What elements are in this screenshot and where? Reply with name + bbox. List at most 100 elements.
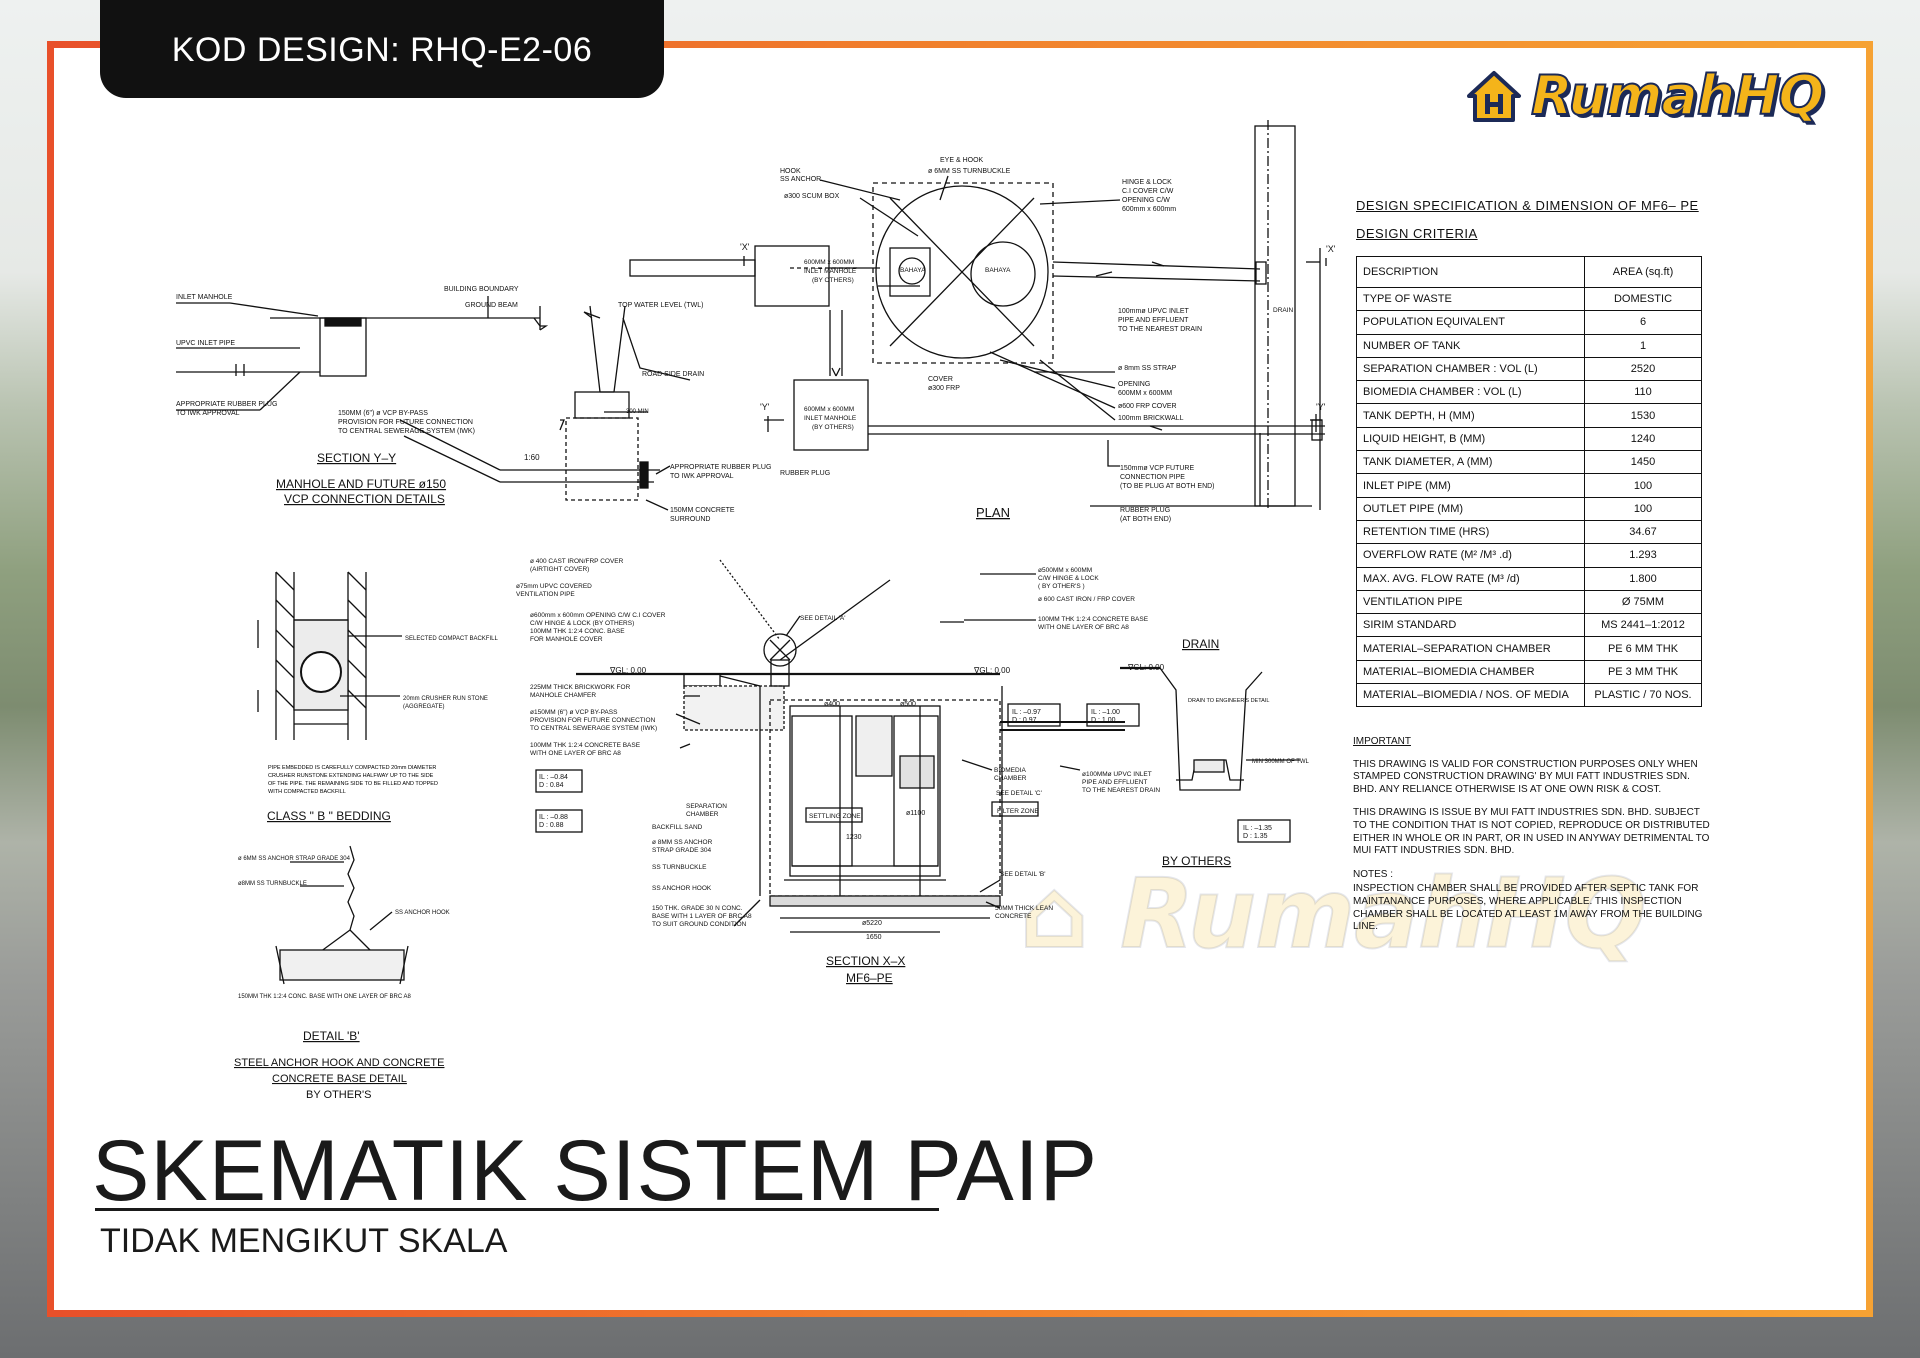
lbl-x-upvc-1: ø100MMø UPVC INLET	[1082, 771, 1152, 778]
watermark: ⌂ RumahHQ	[1019, 857, 1647, 971]
row-value: 2520	[1584, 356, 1702, 382]
lbl-il-1: IL : –0.84	[539, 774, 568, 781]
lbl-open-1: OPENING	[1118, 381, 1150, 388]
lbl-hook: HOOK	[780, 168, 801, 175]
lbl-x-cover-1: ø 400 CAST IRON/FRP COVER	[530, 558, 624, 565]
lbl-upvc-inlet: UPVC INLET PIPE	[176, 340, 235, 347]
table-row: INLET PIPE (MM)100	[1356, 473, 1702, 498]
design-spec-panel: DESIGN SPECIFICATION & DIMENSION OF MF6–…	[1356, 196, 1702, 708]
lbl-turnbuckle: ø 6MM SS TURNBUCKLE	[928, 168, 1011, 175]
lbl-rplug-1: RUBBER PLUG	[1120, 507, 1170, 514]
lbl-rplug-2: (AT BOTH END)	[1120, 516, 1171, 523]
lbl-anchor-3: BY OTHER'S	[306, 1089, 371, 1101]
row-label: INLET PIPE (MM)	[1356, 473, 1585, 498]
title-underline	[95, 1208, 939, 1211]
lbl-x-open-1: ø600mm x 600mm OPENING C/W C.I COVER	[530, 612, 666, 619]
row-value: PE 3 MM THK	[1584, 659, 1702, 685]
lbl-manhole-2: VCP CONNECTION DETAILS	[284, 492, 445, 506]
lbl-dim-1650: 1650	[866, 934, 882, 941]
lbl-dim-1100: ø1100	[906, 810, 925, 817]
lbl-mh2-c: (BY OTHERS)	[812, 424, 854, 431]
row-value: 1530	[1584, 403, 1702, 428]
lbl-ss-anchor: SS ANCHOR	[780, 176, 821, 183]
lbl-plug-iwk-2: TO IWK APPROVAL	[670, 473, 734, 480]
lbl-cover-1: COVER	[928, 376, 953, 383]
lbl-x-mh-1: ø500MM x 600MM	[1038, 567, 1092, 574]
lbl-backfill: BACKFILL SAND	[652, 824, 703, 831]
row-label: OVERFLOW RATE (M² /M³ .d)	[1356, 543, 1585, 568]
house-logo-icon	[1467, 70, 1521, 122]
lbl-scum-box: ø300 SCUM BOX	[784, 193, 840, 200]
lbl-il-5b: D : 1.35	[1243, 833, 1268, 840]
row-label: TANK DEPTH, H (MM)	[1356, 403, 1585, 428]
lbl-hinge-1: HINGE & LOCK	[1122, 179, 1172, 186]
lbl-x-mh-3: ( BY OTHER'S )	[1038, 583, 1085, 590]
lbl-il-3: IL : –0.97	[1012, 709, 1041, 716]
class-b-geometry	[257, 571, 402, 740]
lbl-x-by-1: ø150MM (6") ø VCP BY-PASS	[530, 709, 618, 716]
lbl-future-1: 150mmø VCP FUTURE	[1120, 465, 1194, 472]
row-value: 100	[1584, 496, 1702, 521]
lbl-biomedia-2: CHAMBER	[994, 775, 1027, 782]
lbl-mh2-a: 600MM x 600MM	[804, 406, 854, 413]
detail-b-geometry	[275, 845, 409, 985]
table-row: TANK DIAMETER, A (MM)1450	[1356, 450, 1702, 475]
lbl-mf6: MF6–PE	[846, 971, 893, 985]
row-value: PLASTIC / 70 NOS.	[1584, 683, 1702, 708]
lbl-y-right: 'Y'	[1316, 402, 1326, 412]
lbl-mh1-c: (BY OTHERS)	[812, 277, 854, 284]
lbl-x-see-a: SEE DETAIL 'A'	[800, 615, 845, 622]
lbl-y-left: 'Y'	[760, 402, 770, 412]
lbl-plan: PLAN	[976, 505, 1010, 520]
row-label: NUMBER OF TANK	[1356, 333, 1585, 358]
row-label: OUTLET PIPE (MM)	[1356, 496, 1585, 521]
lbl-class-b: CLASS " B " BEDDING	[267, 809, 391, 823]
lbl-dim-1230: 1230	[846, 834, 862, 841]
table-row: TANK DEPTH, H (MM)1530	[1356, 403, 1702, 428]
lbl-sep-2: CHAMBER	[686, 811, 719, 818]
lbl-compact: SELECTED COMPACT BACKFILL	[405, 636, 498, 642]
row-label: RETENTION TIME (HRS)	[1356, 519, 1585, 545]
lbl-anchor-2: CONCRETE BASE DETAIL	[272, 1073, 407, 1085]
lbl-detail-b: DETAIL 'B'	[303, 1029, 360, 1043]
lbl-rubber-plug-1: APPROPRIATE RUBBER PLUG	[176, 401, 277, 408]
lbl-b-base: 150MM THK 1:2:4 CONC. BASE WITH ONE LAYE…	[238, 994, 411, 1000]
lbl-crusher-1: 20mm CRUSHER RUN STONE	[403, 696, 488, 702]
lbl-filter: FILTER ZONE	[997, 808, 1039, 815]
lbl-x-vent-2: VENTILATION PIPE	[516, 591, 575, 598]
lbl-lean-2: CONCRETE	[995, 913, 1032, 920]
lbl-il-2b: D : 0.88	[539, 822, 564, 829]
lbl-lean-1: 50MM THICK LEAN	[995, 905, 1053, 912]
lbl-x-strap-1: ø 8MM SS ANCHOR	[652, 839, 713, 846]
table-row: OUTLET PIPE (MM)100	[1356, 496, 1702, 521]
row-label: VENTILATION PIPE	[1356, 589, 1585, 615]
lbl-eye-hook: EYE & HOOK	[940, 157, 984, 164]
lbl-x-grade-1: 150 THK. GRADE 30 N CONC.	[652, 905, 743, 912]
lbl-frp-cover: ø600 FRP COVER	[1118, 403, 1177, 410]
lbl-min-twl: MIN 300MM OF TWL	[1252, 759, 1310, 765]
row-label: MAX. AVG. FLOW RATE (M³ /d)	[1356, 566, 1585, 591]
lbl-gl-1: ∇GL: 0.00	[609, 666, 647, 675]
lbl-x-left: 'X'	[740, 242, 750, 252]
row-label: BIOMEDIA CHAMBER : VOL (L)	[1356, 380, 1585, 405]
row-value: 1240	[1584, 426, 1702, 452]
row-label: SIRIM STANDARD	[1356, 613, 1585, 638]
lbl-mh1-b: INLET MANHOLE	[804, 268, 857, 275]
lbl-bypass-3: TO CENTRAL SEWERAGE SYSTEM (IWK)	[338, 428, 475, 435]
lbl-strap: ø 8mm SS STRAP	[1118, 365, 1177, 372]
row-value: 1450	[1584, 450, 1702, 475]
lbl-b-hook: SS ANCHOR HOOK	[395, 910, 450, 916]
lbl-upvc-3: TO THE NEAREST DRAIN	[1118, 326, 1202, 333]
lbl-by-others: BY OTHERS	[1162, 854, 1231, 868]
table-row: MAX. AVG. FLOW RATE (M³ /d)1.800	[1356, 566, 1702, 591]
lbl-x-open-4: FOR MANHOLE COVER	[530, 636, 603, 643]
lbl-hinge-2: C.I COVER C/W	[1122, 188, 1174, 195]
